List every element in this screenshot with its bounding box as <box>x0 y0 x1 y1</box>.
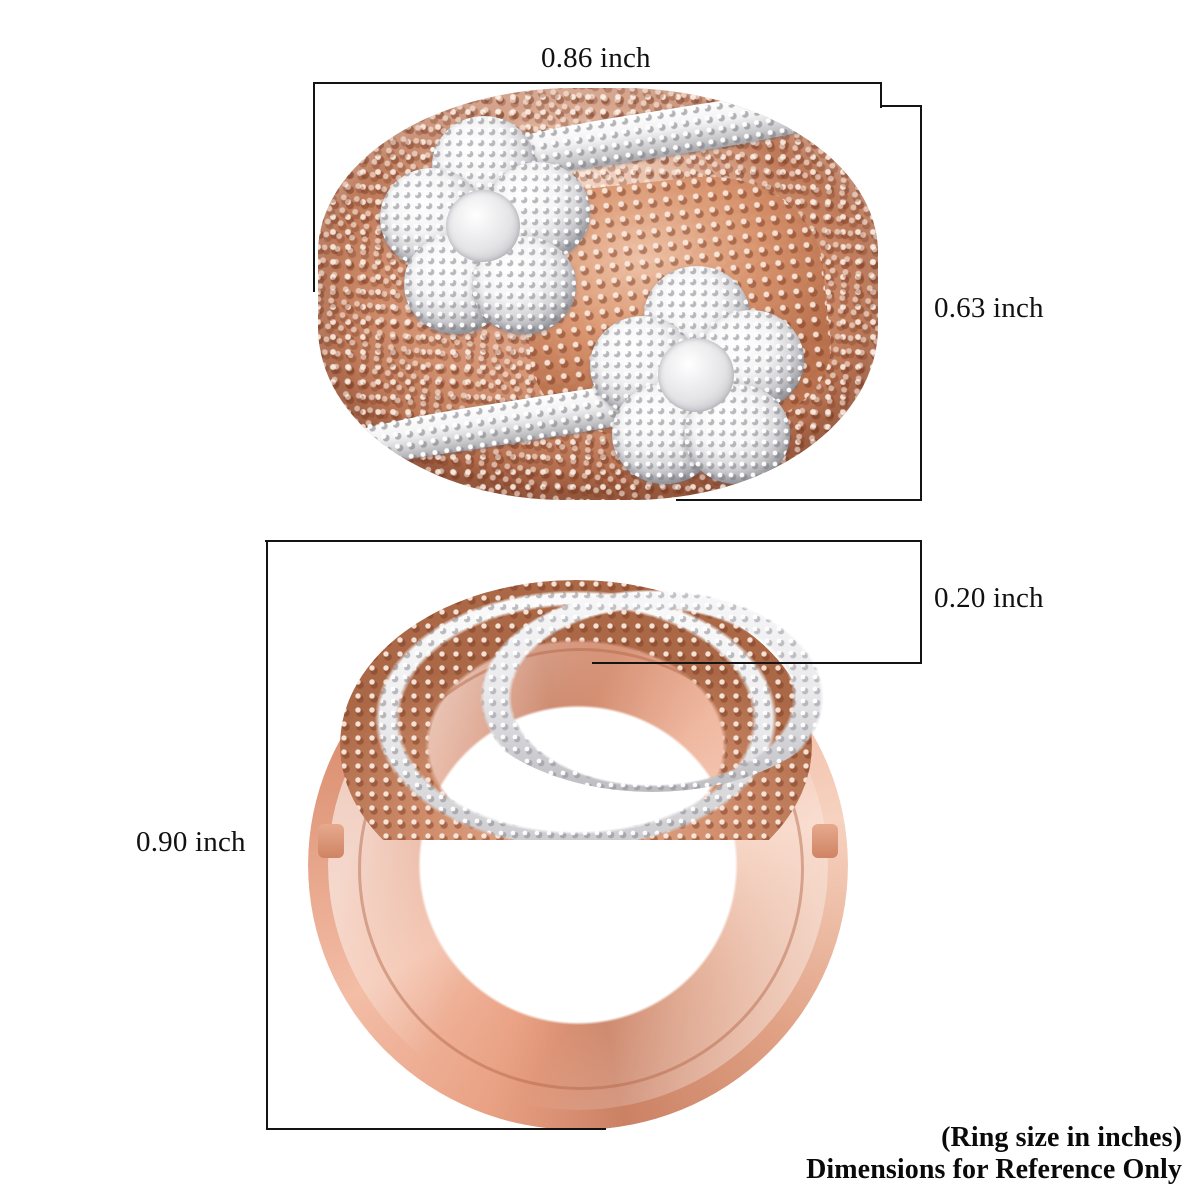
width-rule-left <box>313 82 315 292</box>
ring-top-view <box>318 88 878 500</box>
drop-rule-left <box>266 540 268 1130</box>
shoulder-tip-left <box>318 824 344 858</box>
band-rule-right <box>920 540 922 664</box>
caption-line-1: (Ring size in inches) <box>941 1122 1182 1153</box>
flower-center <box>446 190 520 262</box>
height-rule-right <box>920 105 922 501</box>
ring-profile-view <box>272 540 884 1140</box>
width-rule-right <box>880 82 882 108</box>
caption-line-2: Dimensions for Reference Only <box>806 1154 1182 1186</box>
band-rule-top <box>265 540 922 542</box>
crown-white-band-inner <box>452 542 852 792</box>
flower-motif-upper-left <box>380 116 592 338</box>
band-rule-bottom <box>592 662 922 664</box>
dimension-label-width: 0.86 inch <box>541 42 651 74</box>
dimension-label-band-width: 0.20 inch <box>934 582 1044 614</box>
shoulder-tip-right <box>812 824 838 858</box>
flower-motif-lower-right <box>590 266 806 486</box>
caption-block: (Ring size in inches) Dimensions for Ref… <box>806 1122 1182 1187</box>
flower-center <box>658 338 734 412</box>
drop-rule-bottom <box>266 1128 606 1130</box>
dimension-label-overall-drop: 0.90 inch <box>136 826 246 858</box>
dimension-label-height: 0.63 inch <box>934 292 1044 324</box>
ring-crown <box>302 540 854 840</box>
height-rule-top <box>880 105 922 107</box>
height-rule-bottom <box>676 499 922 501</box>
width-rule-top <box>313 82 882 84</box>
ring-dome <box>318 88 878 500</box>
